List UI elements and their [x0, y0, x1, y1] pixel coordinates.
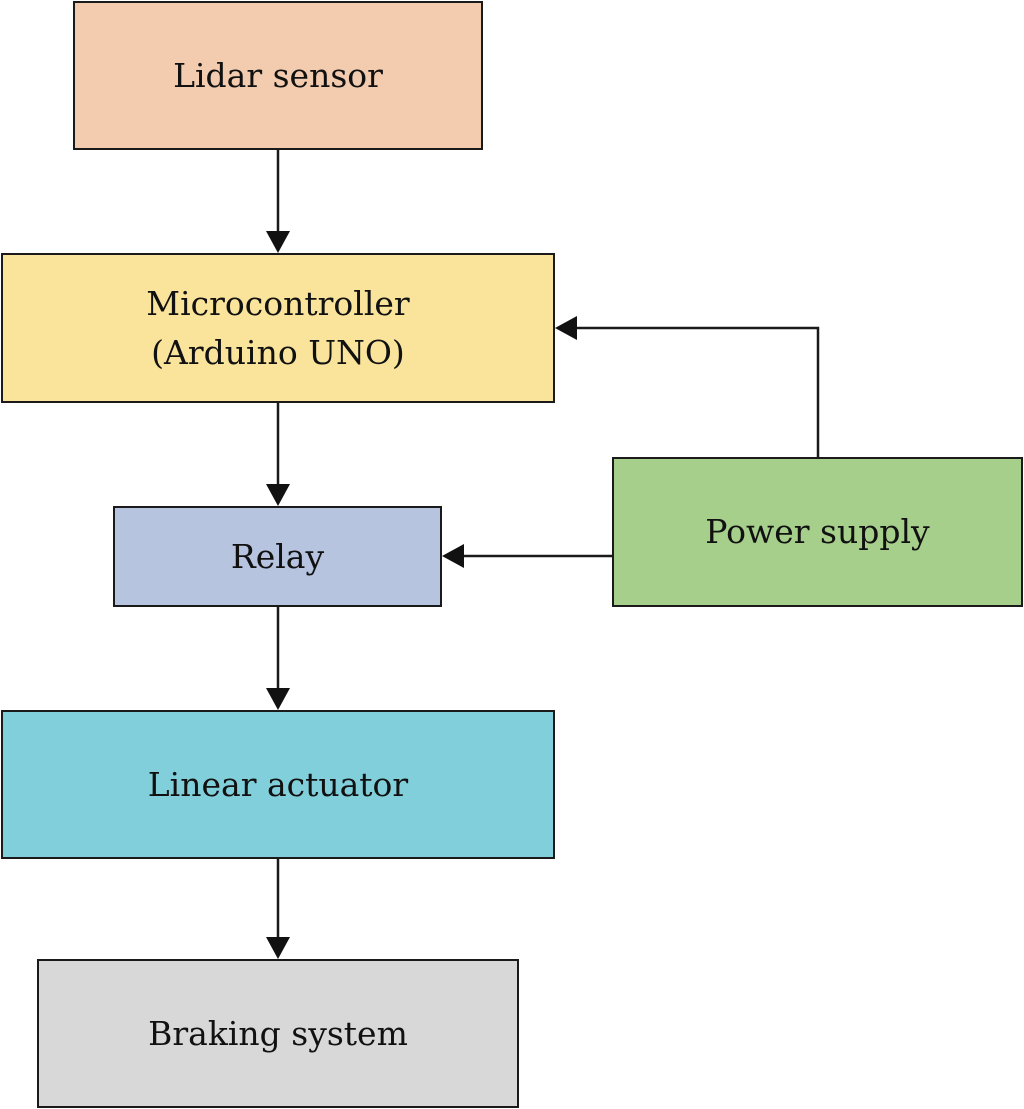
- microcontroller-node: Microcontroller (Arduino UNO): [1, 253, 555, 403]
- edge-power-to-relay: [442, 544, 612, 568]
- edge-power-to-mcu: [555, 316, 820, 457]
- edge-lidar-to-mcu: [266, 150, 290, 253]
- relay-node: Relay: [113, 506, 442, 607]
- edge-line: [575, 326, 820, 457]
- power-supply-node: Power supply: [612, 457, 1023, 607]
- linear-actuator-label: Linear actuator: [147, 764, 409, 804]
- arrowhead-icon: [266, 937, 290, 959]
- lidar-sensor-node: Lidar sensor: [73, 1, 483, 150]
- arrowhead-icon: [266, 231, 290, 253]
- arrowhead-icon: [266, 484, 290, 506]
- relay-label: Relay: [230, 536, 325, 576]
- braking-system-label: Braking system: [148, 1013, 408, 1053]
- power-supply-label: Power supply: [705, 512, 930, 552]
- braking-system-node: Braking system: [37, 959, 519, 1108]
- microcontroller-label-line1: Microcontroller: [146, 283, 410, 323]
- edge-relay-to-linear: [266, 607, 290, 710]
- edge-linear-to-braking: [266, 859, 290, 959]
- arrowhead-icon: [442, 544, 464, 568]
- microcontroller-label-line2: (Arduino UNO): [151, 333, 405, 372]
- arrowhead-icon: [266, 688, 290, 710]
- arrowhead-icon: [555, 316, 577, 340]
- linear-actuator-node: Linear actuator: [1, 710, 555, 859]
- lidar-sensor-label: Lidar sensor: [173, 55, 383, 95]
- edge-mcu-to-relay: [266, 403, 290, 506]
